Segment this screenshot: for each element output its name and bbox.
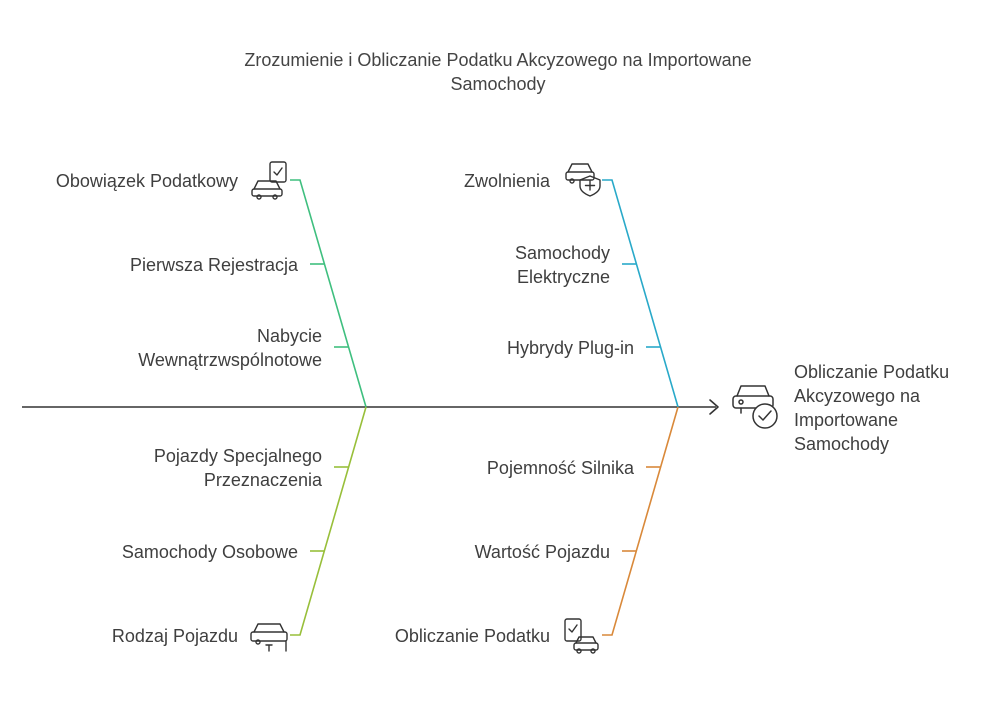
- label-special-purpose-vehicles: Pojazdy Specjalnego Przeznaczenia: [153, 446, 322, 490]
- branch-tax-calculation-bone: [602, 406, 679, 636]
- effect-label: Obliczanie Podatku Akcyzowego na Importo…: [794, 362, 950, 454]
- label-first-registration: Pierwsza Rejestracja: [129, 255, 298, 275]
- spine-arrowhead: [709, 399, 719, 415]
- car-check-icon: [732, 385, 778, 429]
- label-exemptions: Zwolnienia: [463, 171, 550, 191]
- branch-tax-obligation-bone: [290, 179, 367, 408]
- calculator-car-icon: [564, 618, 599, 654]
- label-intra-community-acquisition: Nabycie Wewnątrzwspólnotowe: [138, 326, 322, 370]
- label-vehicle-type: Rodzaj Pojazdu: [111, 626, 238, 646]
- label-passenger-cars: Samochody Osobowe: [121, 542, 298, 562]
- branch-exemptions: [602, 179, 679, 408]
- branch-exemptions-bone: [602, 179, 679, 408]
- label-vehicle-value: Wartość Pojazdu: [474, 542, 610, 562]
- diagram-title: Zrozumienie i Obliczanie Podatku Akcyzow…: [198, 48, 798, 96]
- car-tools-icon: [250, 623, 288, 652]
- branch-vehicle-type-bone: [290, 406, 367, 636]
- label-tax-calculation: Obliczanie Podatku: [394, 626, 550, 646]
- diagram-title-line-2: Samochody: [450, 74, 546, 94]
- label-engine-capacity: Pojemność Silnika: [486, 458, 634, 478]
- car-shield-icon: [565, 163, 601, 197]
- branch-vehicle-type: [290, 406, 367, 636]
- label-plug-in-hybrids: Hybrydy Plug-in: [506, 338, 634, 358]
- label-electric-cars: Samochody Elektryczne: [514, 243, 610, 287]
- diagram-title-line-1: Zrozumienie i Obliczanie Podatku Akcyzow…: [244, 50, 752, 70]
- branch-tax-calculation: [602, 406, 679, 636]
- label-tax-obligation: Obowiązek Podatkowy: [55, 171, 238, 191]
- branch-tax-obligation: [290, 179, 367, 408]
- car-document-icon: [251, 161, 287, 200]
